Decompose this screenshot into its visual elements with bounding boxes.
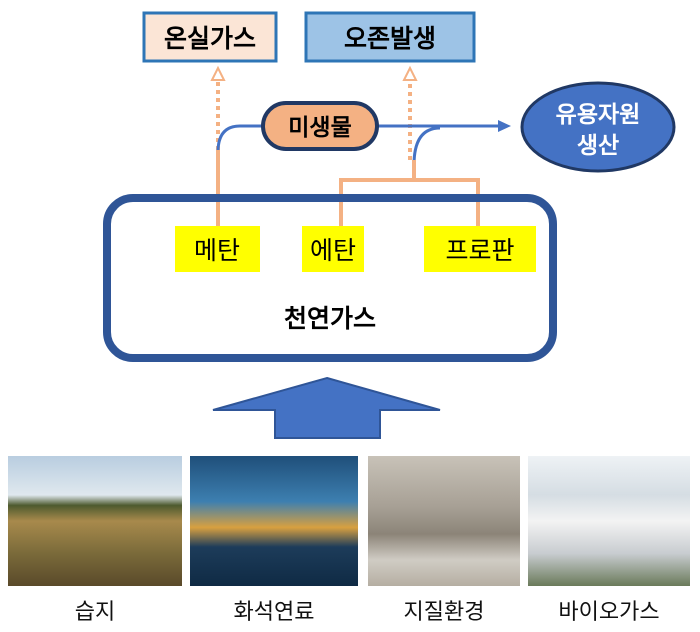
- ozone-box: 오존발생: [304, 11, 476, 63]
- microbe-pill: 미생물: [261, 101, 379, 151]
- gas-propane: 프로판: [424, 226, 536, 272]
- ethane-label: 에탄: [310, 236, 356, 265]
- resource-line1: 유용자원: [556, 102, 641, 128]
- arrow-head-icon: [498, 120, 511, 132]
- biogas-photo: [528, 456, 690, 586]
- ozone-label: 오존발생: [344, 24, 436, 53]
- geological-photo: [368, 456, 520, 586]
- greenhouse-gas-box: 온실가스: [142, 11, 278, 63]
- natural-gas-box: [103, 194, 557, 362]
- natural-gas-label: 천연가스: [284, 304, 376, 333]
- propane-label: 프로판: [445, 236, 514, 265]
- fossil-fuel-photo: [190, 456, 358, 586]
- useful-resource-ellipse: 유용자원 생산: [520, 81, 676, 173]
- methane-label: 메탄: [194, 236, 240, 265]
- source-wetland: 습지: [74, 600, 116, 625]
- source-biogas: 바이오가스: [558, 600, 660, 625]
- gas-connector-lines: [216, 150, 480, 228]
- resource-line2: 생산: [577, 133, 619, 159]
- gas-methane: 메탄: [175, 226, 260, 272]
- dashed-arrow-ozone: [402, 65, 418, 160]
- wetland-photo: [8, 456, 182, 586]
- source-fossil-fuel: 화석연료: [233, 600, 315, 625]
- big-up-arrow-icon: [212, 376, 441, 439]
- gas-ethane: 에탄: [302, 226, 364, 272]
- microbe-flow-line: [216, 120, 511, 166]
- source-geological: 지질환경: [403, 600, 485, 625]
- dashed-arrow-greenhouse: [210, 65, 226, 150]
- microbe-label: 미생물: [288, 115, 351, 141]
- greenhouse-gas-label: 온실가스: [164, 24, 256, 53]
